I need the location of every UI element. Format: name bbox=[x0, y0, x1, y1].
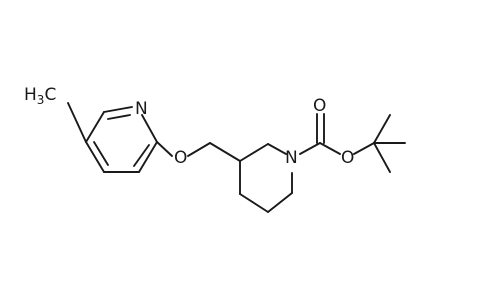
bond-piperidine-c6-c5 bbox=[267, 192, 293, 213]
bond-pyridine-c4-c5 bbox=[85, 141, 105, 173]
bond-carbonyl-c-ester-o bbox=[319, 142, 341, 155]
bond-pyridine-c6-n bbox=[103, 106, 133, 113]
piperidine-nitrogen-label: N bbox=[285, 148, 298, 168]
bond-pyridine-c2-c3 bbox=[138, 141, 158, 173]
pyridine-nitrogen-label: N bbox=[135, 99, 148, 119]
bond-ester-o-tbu-c bbox=[353, 142, 375, 155]
bond-methyl bbox=[67, 102, 87, 143]
methyl-label: H3C bbox=[24, 85, 56, 107]
bond-ether-o-ch2 bbox=[187, 142, 211, 157]
bond-pyridine-c2-c3-inner bbox=[133, 144, 150, 167]
bond-tbu-methyl-down bbox=[373, 142, 391, 173]
bond-tbu-methyl-up bbox=[373, 114, 391, 144]
bond-pyridine-c4-c5-inner bbox=[93, 141, 109, 166]
bond-piperidine-c2-n bbox=[267, 143, 287, 155]
ether-oxygen-label: O bbox=[174, 148, 187, 168]
bond-ch2-piperidine-c3 bbox=[209, 142, 241, 162]
ester-oxygen-label: O bbox=[341, 148, 354, 168]
bond-pyridine-c6-n-inner bbox=[107, 114, 131, 120]
bond-n-carbonyl-c bbox=[299, 142, 321, 155]
carbonyl-oxygen-label: O bbox=[313, 96, 326, 116]
bond-piperidine-c3-c2 bbox=[239, 143, 269, 162]
bond-pyridine-n-c2 bbox=[141, 114, 158, 143]
bond-piperidine-c5-c4 bbox=[239, 193, 269, 213]
bond-c2-ether-o bbox=[156, 141, 173, 157]
bond-pyridine-c5-c6 bbox=[85, 111, 105, 143]
